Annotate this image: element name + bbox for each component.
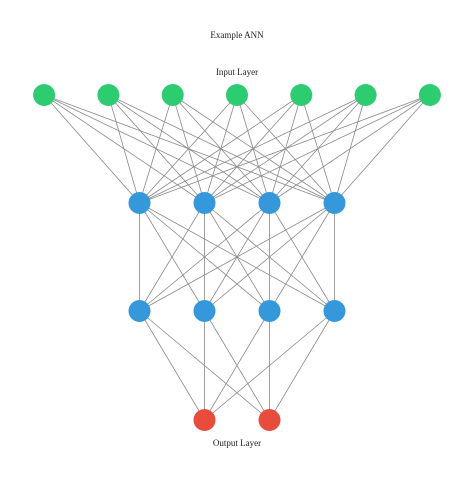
connection-l2-0-0 <box>139 310 205 421</box>
connection-l1-2-0 <box>139 202 270 312</box>
connection-l0-5-0 <box>139 94 366 204</box>
output-layer-label: Output Layer <box>213 438 261 448</box>
connections <box>43 94 431 421</box>
neuron-layer0-2 <box>161 84 184 106</box>
neuron-layer2-1 <box>193 300 216 322</box>
connection-l0-2-0 <box>139 94 174 204</box>
neuron-layer1-2 <box>258 192 281 214</box>
connection-l1-3-0 <box>139 202 335 312</box>
connection-l0-4-0 <box>139 94 302 204</box>
neurons <box>33 84 441 431</box>
connection-l0-1-0 <box>108 94 140 204</box>
connection-l0-3-0 <box>139 94 238 204</box>
neuron-layer1-3 <box>323 192 346 214</box>
neuron-layer3-0 <box>193 409 216 431</box>
connection-l1-1-0 <box>139 202 205 312</box>
neuron-layer2-0 <box>128 300 151 322</box>
input-layer-label: Input Layer <box>216 67 258 77</box>
connection-l2-3-1 <box>269 310 335 421</box>
connection-l2-3-0 <box>204 310 335 421</box>
connection-l0-0-0 <box>43 94 140 204</box>
connection-l0-6-2 <box>269 94 431 204</box>
neuron-layer2-3 <box>323 300 346 322</box>
neuron-layer2-2 <box>258 300 281 322</box>
neuron-layer0-1 <box>97 84 120 106</box>
neuron-layer0-4 <box>290 84 313 106</box>
connection-l0-6-1 <box>204 94 431 204</box>
diagram-title: Example ANN <box>210 30 264 40</box>
neuron-layer1-1 <box>193 192 216 214</box>
neuron-layer1-0 <box>128 192 151 214</box>
neuron-layer3-1 <box>258 409 281 431</box>
connection-l2-2-0 <box>204 310 270 421</box>
neuron-layer0-3 <box>226 84 248 106</box>
connection-l1-3-2 <box>269 202 335 312</box>
connection-l0-6-3 <box>334 94 431 204</box>
neuron-layer0-0 <box>33 84 56 106</box>
neuron-layer0-6 <box>418 84 441 106</box>
neuron-layer0-5 <box>354 84 377 106</box>
connection-l1-3-1 <box>204 202 335 312</box>
connection-l0-6-0 <box>139 94 431 204</box>
